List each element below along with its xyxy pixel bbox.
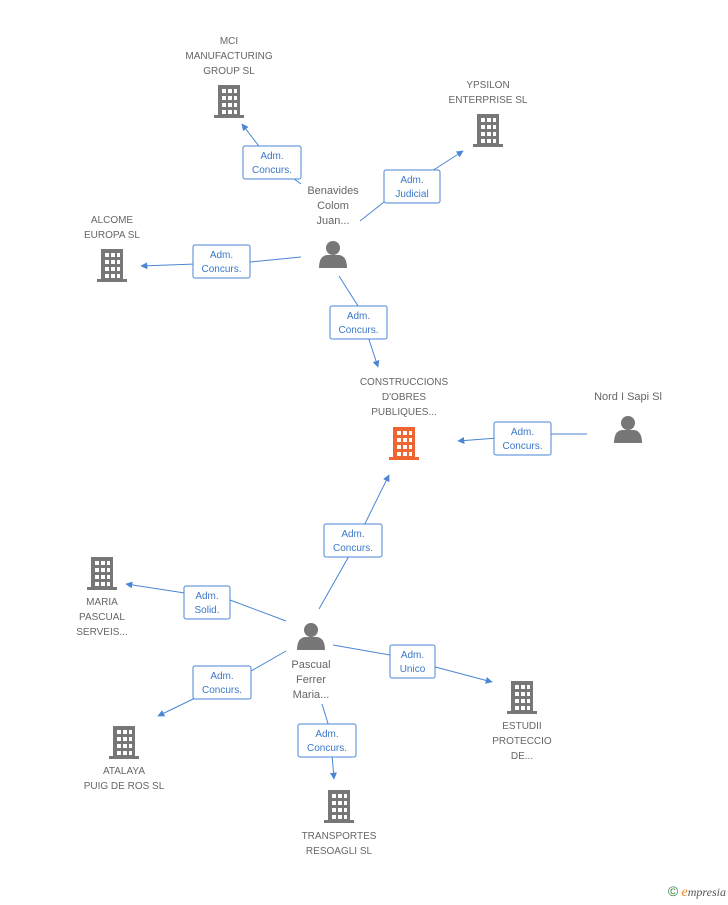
node-estudii[interactable]: ESTUDII PROTECCIO DE... (492, 681, 552, 762)
edge-label-line: Concurs. (338, 325, 378, 336)
copyright-icon: © (667, 883, 679, 899)
node-label-line: PUBLIQUES... (371, 407, 437, 418)
node-label-line: Ferrer (296, 674, 326, 686)
edge-label-line: Adm. (315, 729, 338, 740)
node-label-line: MARIA (86, 597, 118, 608)
person-icon (614, 416, 642, 443)
edge-label-line: Adm. (210, 250, 233, 261)
edge-label-box (493, 421, 552, 456)
node-label-line: PROTECCIO (492, 736, 552, 747)
edge-label-box (192, 244, 251, 279)
node-label-line: MCI (220, 36, 238, 47)
building-icon (97, 249, 127, 282)
edges-layer: Adm.Concurs.Adm.JudicialAdm.Concurs.Adm.… (125, 123, 587, 780)
building-icon (214, 85, 244, 118)
edge-benavides-mci: Adm. Concurs. (241, 123, 302, 185)
node-label-line: SERVEIS... (76, 627, 128, 638)
edge-label-line: Unico (400, 664, 426, 675)
edge-pascual-maria: Adm. Solid. (125, 581, 287, 622)
edge-label-line: Adm. (210, 671, 233, 682)
person-icon (297, 623, 325, 650)
node-label-line: PUIG DE ROS SL (84, 781, 165, 792)
empresia-logo: © empresia (667, 883, 726, 900)
edge-pascual-construccions: Adm. Concurs. (318, 474, 390, 610)
node-label-line: GROUP SL (203, 66, 255, 77)
node-label-line: DE... (511, 751, 533, 762)
edge-pascual-transportes: Adm. Concurs. (297, 703, 357, 780)
edge-nordisapi-construccions: Adm. Concurs. (457, 421, 587, 456)
node-label-line: YPSILON (466, 80, 509, 91)
edge-pascual-atalaya: Adm. Concurs. (157, 650, 287, 717)
edge-label-line: Adm. (347, 311, 370, 322)
node-label-line: RESOAGLI SL (306, 846, 373, 857)
node-label-line: ENTERPRISE SL (449, 95, 528, 106)
person-icon (319, 241, 347, 268)
node-label-line: Nord I Sapi Sl (594, 391, 662, 403)
edge-benavides-alcome: Adm. Concurs. (140, 244, 302, 279)
edge-label-box (383, 169, 441, 204)
edge-label-box (389, 644, 436, 679)
edge-label-line: Concurs. (502, 441, 542, 452)
node-ypsilon[interactable]: YPSILON ENTERPRISE SL (449, 80, 528, 147)
building-icon (389, 427, 419, 460)
nodes-layer: MCI MANUFACTURING GROUP SL YPSILON ENTERPRIS… (76, 36, 662, 857)
node-label-line: EUROPA SL (84, 230, 140, 241)
node-construccions[interactable]: CONSTRUCCIONS D'OBRES PUBLIQUES... (360, 377, 449, 460)
node-label-line: Pascual (291, 659, 330, 671)
edge-label-line: Concurs. (201, 264, 241, 275)
node-label-line: Benavides (307, 185, 359, 197)
building-icon (507, 681, 537, 714)
node-mci[interactable]: MCI MANUFACTURING GROUP SL (185, 36, 273, 118)
edge-label-line: Concurs. (252, 165, 292, 176)
node-nordisapi[interactable]: Nord I Sapi Sl (594, 391, 662, 443)
edge-benavides-ypsilon: Adm. Judicial (359, 150, 464, 222)
edge-pascual-estudii: Adm. Unico (332, 644, 493, 684)
node-label-line: Maria... (293, 689, 330, 701)
building-icon (324, 790, 354, 823)
edge-label-line: Adm. (511, 427, 534, 438)
node-label-line: TRANSPORTES (302, 831, 377, 842)
edge-label-line: Adm. (400, 175, 423, 186)
edge-label-box (323, 523, 383, 558)
node-label-line: MANUFACTURING (185, 51, 272, 62)
node-alcome[interactable]: ALCOME EUROPA SL (84, 215, 140, 282)
edge-label-box (329, 305, 388, 340)
edge-label-line: Concurs. (202, 685, 242, 696)
edge-benavides-construccions: Adm. Concurs. (329, 275, 388, 368)
node-benavides[interactable]: BenavidesColomJuan... (307, 185, 359, 268)
edge-label-box (297, 723, 357, 758)
edge-label-line: Adm. (341, 529, 364, 540)
node-label-line: CONSTRUCCIONS (360, 377, 449, 388)
edge-label-line: Solid. (194, 605, 219, 616)
node-label-line: D'OBRES (382, 392, 426, 403)
node-transportes[interactable]: TRANSPORTES RESOAGLI SL (302, 790, 377, 857)
node-maria[interactable]: MARIA PASCUAL SERVEIS... (76, 557, 128, 638)
node-label-line: ATALAYA (103, 766, 145, 777)
edge-label-line: Concurs. (333, 543, 373, 554)
node-pascual[interactable]: PascualFerrerMaria... (291, 623, 331, 701)
node-atalaya[interactable]: ATALAYA PUIG DE ROS SL (84, 726, 165, 792)
building-icon (473, 114, 503, 147)
building-icon (87, 557, 117, 590)
edge-label-line: Adm. (195, 591, 218, 602)
edge-label-box (183, 585, 231, 620)
edge-label-line: Adm. (401, 650, 424, 661)
node-label-line: Colom (317, 200, 349, 212)
edge-label-line: Judicial (395, 189, 428, 200)
edge-label-box (192, 665, 252, 700)
node-label-line: Juan... (316, 215, 349, 227)
edge-label-line: Adm. (260, 151, 283, 162)
node-label-line: ALCOME (91, 215, 134, 226)
edge-label-box (242, 145, 302, 180)
edge-label-line: Concurs. (307, 743, 347, 754)
node-label-line: ESTUDII (502, 721, 541, 732)
node-label-line: PASCUAL (79, 612, 125, 623)
building-icon (109, 726, 139, 759)
